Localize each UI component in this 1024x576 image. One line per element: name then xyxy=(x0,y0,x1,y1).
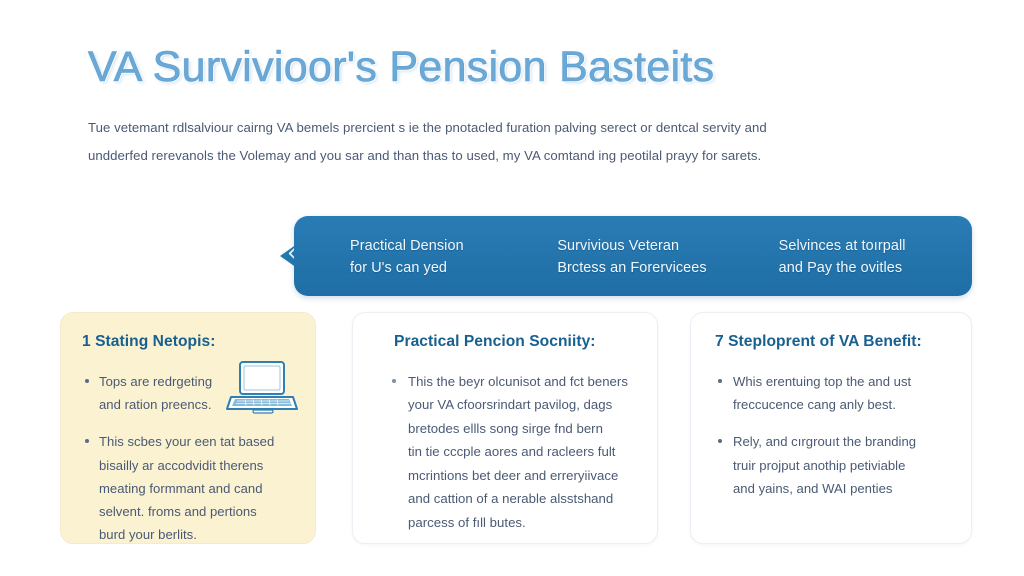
bullet-line: bisailly ar accodvidit therens xyxy=(99,457,264,473)
bullet-line: burd your berlits. xyxy=(99,527,197,543)
bullet-line: and cattion of a nerable alsstshand xyxy=(408,491,614,507)
tab-label-line-2: and Pay the ovitles xyxy=(778,260,903,276)
tab-selvinces-pay[interactable]: Selvinces at toırpall and Pay the ovitle… xyxy=(737,235,958,280)
card-heading: Practical Pencion Socniity: xyxy=(394,333,596,350)
tab-label-line-1: Selvinces at toırpall xyxy=(778,237,906,254)
tab-practical-dension[interactable]: Practical Dension for U's can yed xyxy=(340,235,529,280)
card-bullet-list: Whis erentuing top the and ust freccucen… xyxy=(712,370,950,500)
card-practical-pencion-socniity: Practical Pencion Socniity: This the bey… xyxy=(352,312,658,544)
subtitle-line-2: undderfed rerevanols the Volemay and you… xyxy=(88,147,762,163)
bullet-line: freccucence cang anly best. xyxy=(733,397,896,412)
tab-label-line-2: Brctess an Forervicees xyxy=(557,260,707,276)
bullet-line: Rely, and cırgrouıt the branding xyxy=(733,434,917,450)
bullet-line: meating formmant and cand xyxy=(99,480,263,496)
card-bullet-list: Tops are redrgeting and ration preencs. … xyxy=(82,370,294,543)
list-item: This the beyr olcunisot and fct beners y… xyxy=(386,370,636,535)
bullet-line: your VA cfoorsrindart pavilog, dags xyxy=(408,397,613,413)
tab-bar-background xyxy=(294,216,972,296)
card-heading: 1 Stating Netopis: xyxy=(82,333,216,350)
list-item: Tops are redrgeting and ration preencs. xyxy=(82,370,294,417)
bullet-line: and yains, and WAI penties xyxy=(733,480,893,496)
laptop-icon xyxy=(226,361,298,414)
card-row: 1 Stating Netopis: xyxy=(60,312,972,544)
bullet-line: mcrintions bet deer and erreryiivace xyxy=(408,467,619,483)
page-subtitle: Tue vetemant rdlsalviour cairng VA bemel… xyxy=(88,114,900,169)
card-stating-netopis: 1 Stating Netopis: xyxy=(60,312,316,544)
tab-label-line-2: for U's can yed xyxy=(350,260,448,276)
tab-label-line-1: Practical Dension xyxy=(350,237,464,254)
bullet-line: This the beyr olcunisot and fct beners xyxy=(408,373,628,389)
bullet-line: selvent. froms and pertions xyxy=(99,504,257,520)
tab-bar: Practical Dension for U's can yed Surviv… xyxy=(280,214,974,300)
tab-list: Practical Dension for U's can yed Surviv… xyxy=(340,214,958,300)
tab-survivious-veteran[interactable]: Survivious Veteran Brctess an Forervicee… xyxy=(529,235,736,280)
tab-label-line-1: Survivious Veteran xyxy=(557,237,680,254)
bullet-line: and ration preencs. xyxy=(99,397,212,412)
list-item: This scbes your een tat based bisailly a… xyxy=(82,430,294,543)
bullet-line: parcess of fıll butes. xyxy=(408,514,526,530)
bullet-line: truir projput anothip petiviable xyxy=(733,457,906,473)
bullet-line: This scbes your een tat based xyxy=(99,434,275,450)
bullet-line: bretodes ellls song sirge fnd bern xyxy=(408,420,603,436)
subtitle-line-1: Tue vetemant rdlsalviour cairng VA bemel… xyxy=(88,120,767,135)
bullet-line: Whis erentuing top the and ust xyxy=(733,373,912,389)
card-heading: 7 Steploprent of VA Benefit: xyxy=(715,333,922,350)
list-item: Rely, and cırgrouıt the branding truir p… xyxy=(714,430,950,500)
card-steploprent-va-benefit: 7 Steploprent of VA Benefit: Whis erentu… xyxy=(690,312,972,544)
card-bullet-list: This the beyr olcunisot and fct beners y… xyxy=(374,370,636,535)
bullet-line: Tops are redrgeting xyxy=(99,373,213,389)
list-item: Whis erentuing top the and ust freccucen… xyxy=(714,370,950,417)
bullet-line: tin tie cccple aores and racleers fult xyxy=(408,444,616,460)
page-title: VA Survivioor's Pension Basteits xyxy=(88,43,715,91)
